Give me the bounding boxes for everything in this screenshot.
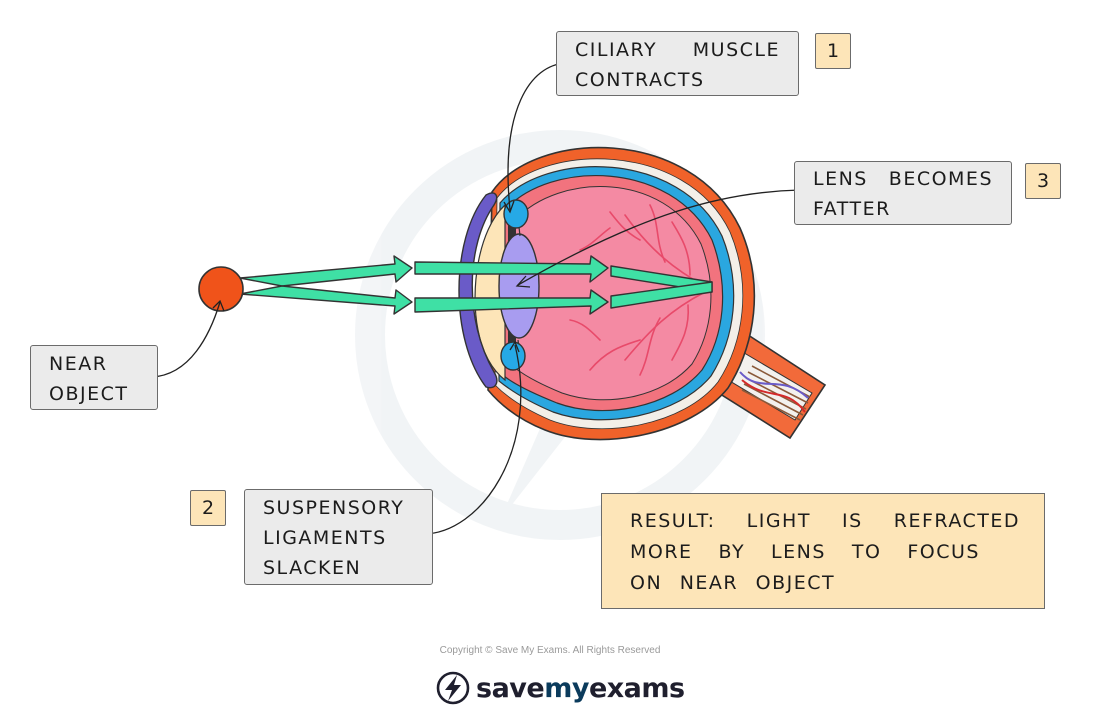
- step-number-3: 3: [1025, 163, 1061, 199]
- brand-name: savemyexams: [476, 673, 685, 704]
- label-suspensory-line3: SLACKEN: [263, 557, 362, 579]
- copyright-text: Copyright © Save My Exams. All Rights Re…: [439, 645, 661, 656]
- result-line2: MORE BY LENS TO FOCUS: [630, 541, 980, 563]
- cornea: [458, 192, 498, 389]
- brand-logo: savemyexams: [436, 668, 685, 708]
- label-ciliary-muscle-line1: CILIARY MUSCLE: [575, 39, 780, 61]
- leader-lines: [151, 62, 801, 535]
- near-object: [198, 266, 244, 312]
- label-near-object-line2: OBJECT: [49, 383, 129, 405]
- label-near-object: NEAR OBJECT: [30, 345, 158, 410]
- vitreous-humour: [514, 186, 712, 401]
- label-ciliary-muscle: CILIARY MUSCLE CONTRACTS: [556, 31, 799, 96]
- label-suspensory-line1: SUSPENSORY: [263, 497, 405, 519]
- light-rays: [239, 255, 713, 315]
- label-lens: LENS BECOMES FATTER: [794, 161, 1012, 225]
- brand-name-exams: exams: [588, 672, 685, 704]
- label-suspensory-ligaments: SUSPENSORY LIGAMENTS SLACKEN: [244, 489, 433, 585]
- label-lens-line2: FATTER: [813, 198, 891, 220]
- brand-name-my: my: [544, 672, 589, 704]
- label-ciliary-muscle-line2: CONTRACTS: [575, 69, 705, 91]
- iris-top: [508, 220, 516, 248]
- result-line1: RESULT: LIGHT IS REFRACTED: [630, 510, 1020, 532]
- result-line3: ON NEAR OBJECT: [630, 572, 836, 594]
- label-suspensory-line2: LIGAMENTS: [263, 527, 387, 549]
- result-note: RESULT: LIGHT IS REFRACTED MORE BY LENS …: [601, 493, 1045, 609]
- label-lens-line1: LENS BECOMES: [813, 168, 993, 190]
- step-number-1: 1: [815, 33, 851, 69]
- step-number-2: 2: [190, 490, 226, 526]
- label-near-object-line1: NEAR: [49, 353, 108, 375]
- lightning-bolt-icon: [436, 671, 470, 705]
- brand-name-save: save: [476, 672, 545, 704]
- leader-arrowheads: [212, 200, 531, 353]
- aqueous-humour: [474, 203, 506, 382]
- ciliary-muscle-top: [503, 199, 529, 229]
